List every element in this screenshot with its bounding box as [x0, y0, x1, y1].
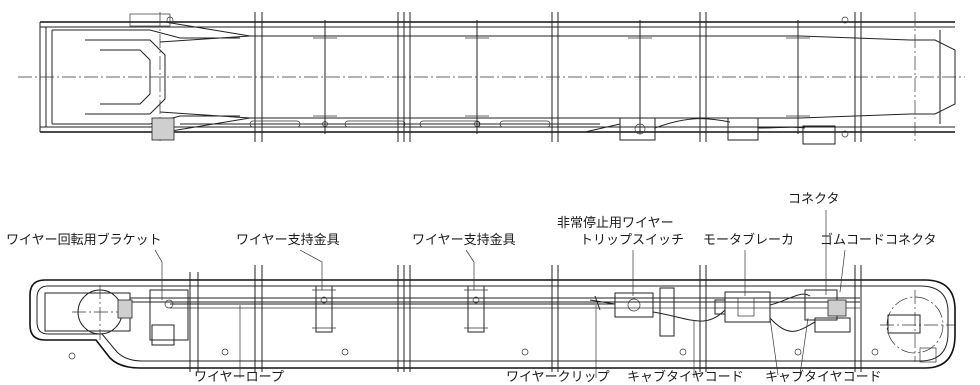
- label-wire-rope: ワイヤーロープ: [194, 370, 284, 385]
- side-view: [29, 210, 956, 378]
- label-cabtire-cord-1: キャブタイヤコード: [627, 370, 744, 385]
- label-emergency-wire: 非常停止用ワイヤー: [557, 216, 674, 231]
- label-cabtire-cord-2: キャブタイヤコード: [765, 370, 882, 385]
- label-wire-support-2: ワイヤー支持金具: [412, 233, 516, 248]
- label-motor-breaker: モータブレーカ: [703, 233, 795, 248]
- top-view: [18, 12, 965, 145]
- label-rubber-cord-connector: ゴムコードコネクタ: [820, 233, 937, 248]
- label-wire-rotation-bracket: ワイヤー回転用ブラケット: [6, 233, 162, 248]
- label-connector: コネクタ: [788, 192, 840, 207]
- label-wire-clip: ワイヤークリップ: [506, 370, 610, 385]
- label-wire-support-1: ワイヤー支持金具: [236, 233, 340, 248]
- label-trip-switch: トリップスイッチ: [580, 233, 685, 248]
